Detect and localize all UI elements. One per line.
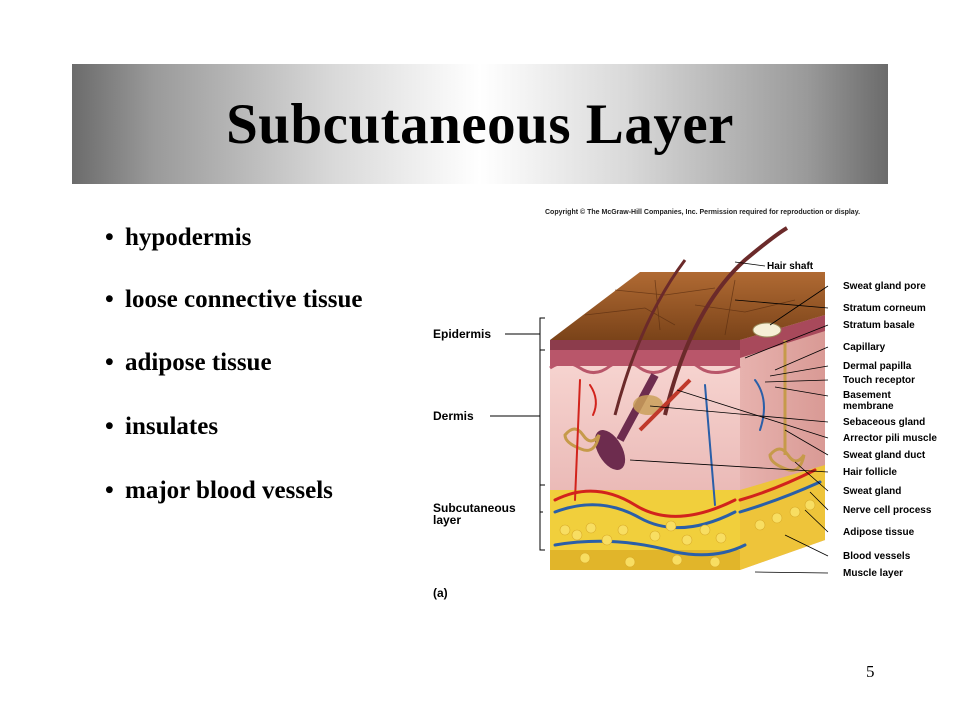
slide-title: Subcutaneous Layer (226, 92, 734, 156)
label-hair-follicle: Hair follicle (843, 467, 897, 478)
bullet-dot: • (105, 477, 114, 504)
title-bar: Subcutaneous Layer (72, 64, 888, 184)
skin-surface (550, 272, 825, 340)
panel-label: (a) (433, 586, 448, 600)
bullet-text: adipose tissue (125, 349, 272, 376)
label-adipose-tissue: Adipose tissue (843, 527, 915, 538)
bullet-dot: • (105, 349, 114, 376)
label-sweat-gland-pore: Sweat gland pore (843, 281, 926, 292)
label-dermis: Dermis (433, 409, 474, 423)
skin-illustration (490, 226, 829, 574)
label-sebaceous-gland: Sebaceous gland (843, 417, 926, 428)
dermal-papillae (549, 360, 741, 374)
bullet-text: insulates (125, 413, 219, 440)
bullet-dot: • (105, 286, 114, 313)
label-sweat-gland-duct: Sweat gland duct (843, 450, 926, 461)
label-subcutaneous: Subcutaneous (433, 501, 516, 515)
bullet-item: • major blood vessels (105, 477, 333, 505)
page-number: 5 (866, 662, 875, 681)
bullet-item: • insulates (105, 413, 218, 441)
label-stratum-basale: Stratum basale (843, 320, 915, 331)
adipose-cells (559, 499, 816, 568)
label-nerve-cell-process: Nerve cell process (843, 505, 932, 516)
label-muscle-layer: Muscle layer (843, 568, 904, 579)
bullet-text: major blood vessels (125, 477, 333, 504)
label-touch-receptor: Touch receptor (843, 375, 916, 386)
label-stratum-corneum: Stratum corneum (843, 303, 926, 314)
label-epidermis: Epidermis (433, 327, 492, 341)
layer-brackets (490, 317, 545, 551)
bullet-dot: • (105, 413, 114, 440)
skin-diagram: Copyright © The McGraw-Hill Companies, I… (415, 200, 960, 610)
bullet-text: hypodermis (125, 224, 252, 251)
bullet-dot: • (105, 224, 114, 251)
label-hair-shaft: Hair shaft (767, 261, 814, 272)
bullet-item: • hypodermis (105, 224, 251, 252)
sweat-pore (752, 322, 782, 338)
skin-block-side (740, 315, 825, 570)
label-arrector-pili-muscle: Arrector pili muscle (843, 433, 937, 444)
label-dermal-papilla: Dermal papilla (843, 361, 912, 372)
label-capillary: Capillary (843, 342, 886, 353)
label-basement: Basement (843, 390, 891, 401)
blood-vessels (553, 379, 822, 557)
label-sweat-gland: Sweat gland (843, 486, 902, 497)
label-subcutaneous-layer: layer (433, 513, 462, 527)
label-membrane: membrane (843, 401, 894, 412)
leader-lines (629, 261, 829, 574)
bullet-item: • loose connective tissue (105, 286, 362, 314)
sebaceous-gland (633, 395, 663, 415)
label-blood-vessels: Blood vessels (843, 551, 911, 562)
bullet-item: • adipose tissue (105, 349, 272, 377)
arrector-pili-muscle (638, 378, 692, 432)
bullet-text: loose connective tissue (125, 286, 363, 313)
copyright-notice: Copyright © The McGraw-Hill Companies, I… (545, 209, 861, 216)
hair (594, 226, 789, 470)
